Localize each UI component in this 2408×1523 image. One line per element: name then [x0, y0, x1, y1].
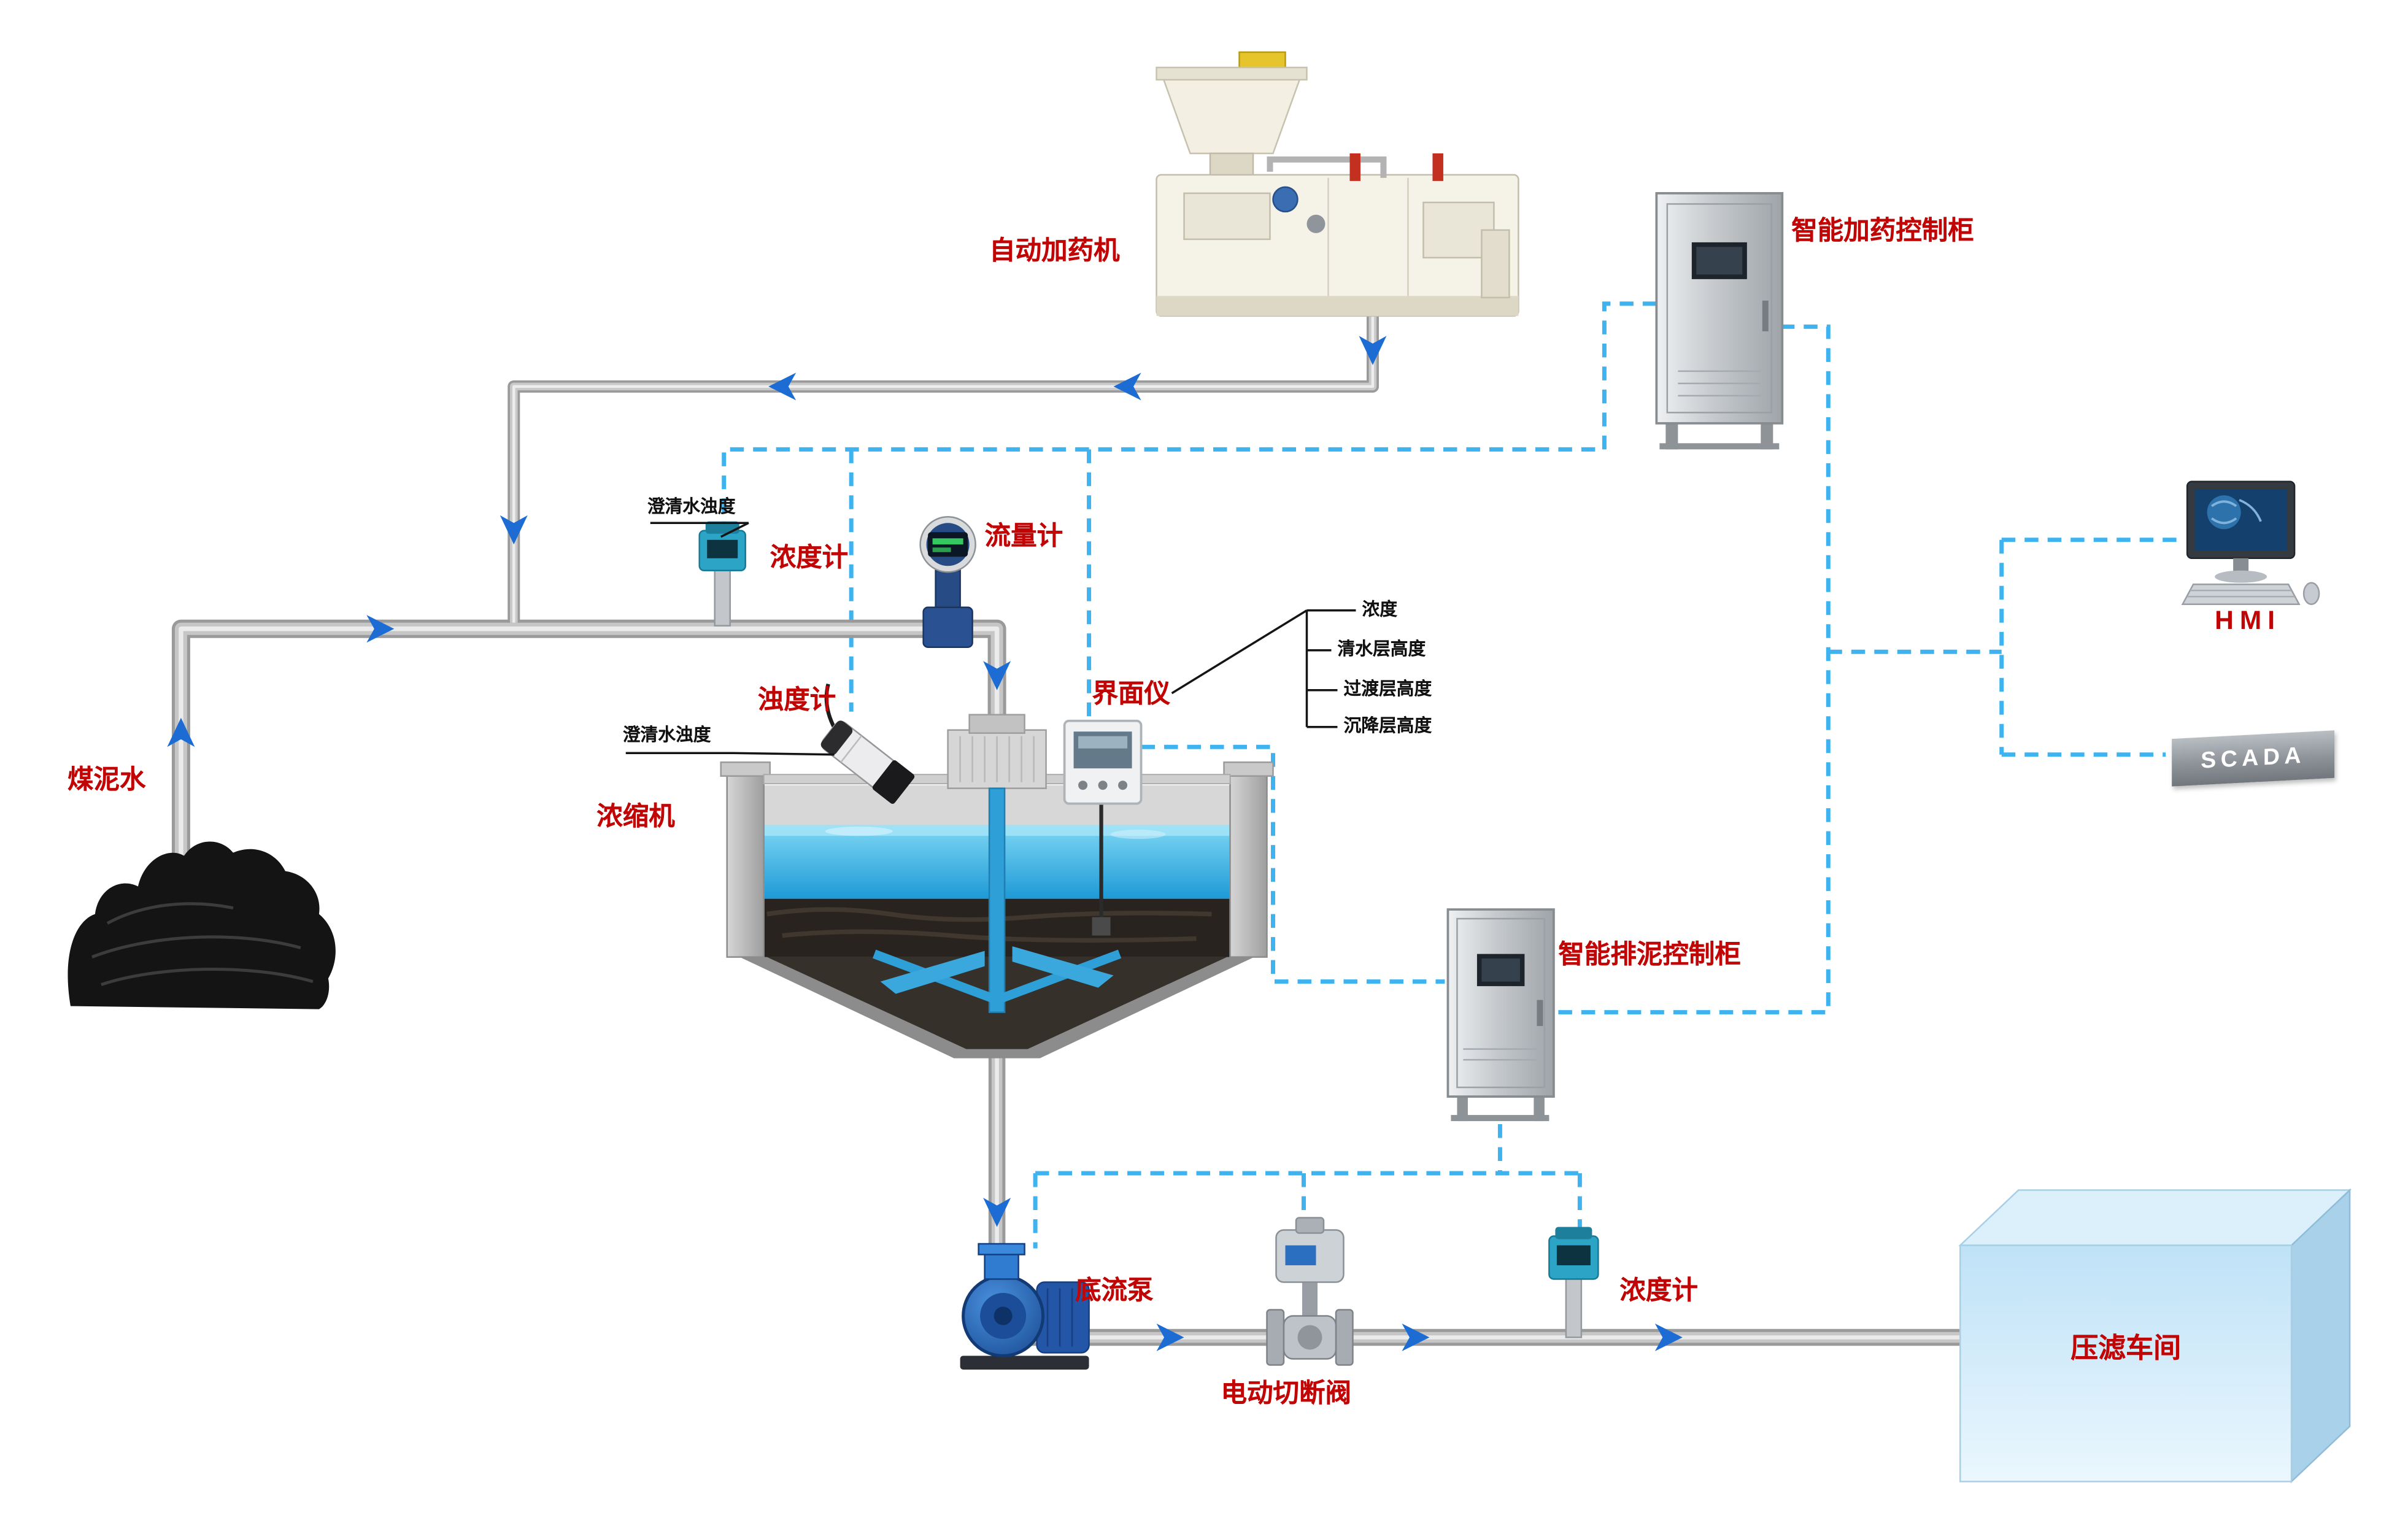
- sludge-control-cabinet: [1446, 908, 1555, 1122]
- turbidity-meter-instrument: [820, 683, 915, 804]
- label-concentration-meter-top: 浓度计: [770, 542, 849, 573]
- scada-badge: SCADA: [2172, 730, 2335, 787]
- signal-lines: [722, 301, 2182, 1249]
- filter-press-building: [1958, 1188, 2352, 1484]
- label-concentration-meter-bottom: 浓度计: [1619, 1276, 1698, 1305]
- label-interface-output-settling-layer: 沉降层高度: [1343, 717, 1432, 736]
- label-interface-meter: 界面仪: [1092, 679, 1171, 709]
- label-turbidity-meter: 浊度计: [757, 685, 836, 715]
- label-thickener: 浓缩机: [596, 802, 675, 831]
- interface-meter-instrument: [1063, 719, 1143, 936]
- concentration-meter-top: [698, 521, 746, 627]
- auto-doser-machine: [1156, 51, 1519, 317]
- flow-arrows: [167, 336, 1683, 1351]
- flow-meter-instrument: [919, 516, 976, 648]
- label-interface-output-clear-layer: 清水层高度: [1337, 641, 1426, 660]
- coal-pile: [68, 841, 336, 1009]
- hmi-computer: [2181, 480, 2320, 606]
- label-flow-meter: 流量计: [984, 521, 1063, 551]
- label-dosing-cabinet: 智能加药控制柜: [1791, 216, 1974, 245]
- label-underflow-pump: 底流泵: [1075, 1276, 1154, 1305]
- electric-shutoff-valve: [1266, 1217, 1354, 1366]
- dosing-control-cabinet: [1655, 192, 1784, 450]
- label-hmi: HMI: [2215, 606, 2282, 635]
- label-electric-valve: 电动切断阀: [1221, 1378, 1351, 1408]
- label-clarified-water-turbidity-top: 澄清水浊度: [647, 498, 736, 517]
- label-pointer-lines: [625, 522, 1356, 756]
- label-interface-output-transition-layer: 过渡层高度: [1343, 681, 1432, 700]
- label-filter-workshop: 压滤车间: [2070, 1332, 2182, 1363]
- underflow-pump: [960, 1243, 1090, 1370]
- label-coal-water: 煤泥水: [67, 765, 146, 795]
- label-scada: SCADA: [2201, 742, 2306, 774]
- thickener-tank: [720, 714, 1274, 1058]
- label-interface-output-concentration: 浓度: [1362, 601, 1397, 620]
- label-auto-doser: 自动加药机: [989, 236, 1120, 266]
- label-sludge-cabinet: 智能排泥控制柜: [1558, 940, 1741, 970]
- concentration-meter-bottom: [1548, 1227, 1599, 1338]
- label-clarified-water-turbidity-side: 澄清水浊度: [622, 727, 711, 746]
